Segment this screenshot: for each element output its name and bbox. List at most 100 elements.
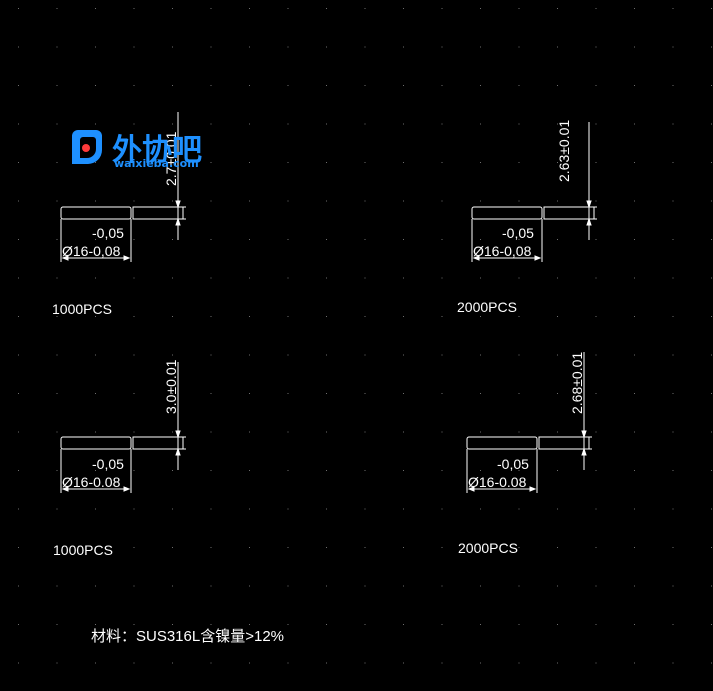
part-4-quantity: 2000PCS [458, 540, 518, 556]
part-2-diameter-label: Ø16-0,08 [473, 243, 532, 259]
grid-dot [403, 354, 404, 356]
grid-dot [480, 85, 481, 86]
grid-dot [672, 624, 674, 625]
grid-dot [172, 316, 173, 317]
grid-dot [711, 624, 712, 625]
part-3-quantity: 1000PCS [53, 542, 113, 558]
part-3-drawing [60, 362, 186, 493]
grid-dot [18, 162, 19, 163]
part-3-side-view [132, 436, 184, 450]
grid-dot [210, 85, 212, 86]
grid-dot [595, 547, 597, 548]
grid-dot [634, 470, 635, 471]
grid-dot [672, 277, 674, 279]
grid-dot [595, 85, 597, 86]
grid-dot [249, 316, 250, 317]
grid-dot [441, 662, 443, 664]
grid-dot [364, 547, 366, 548]
grid-dot [326, 470, 327, 471]
grid-dot [18, 46, 19, 48]
grid-dot [326, 662, 327, 664]
grid-dot [364, 123, 366, 125]
grid-dot [480, 431, 481, 433]
grid-dot [441, 277, 443, 279]
logo-name: 外协吧 [112, 133, 202, 168]
grid-dots [18, 8, 712, 664]
grid-dot [18, 585, 19, 587]
grid-dot [711, 85, 712, 86]
logo-url: waixieba.com [114, 157, 199, 170]
grid-dot [95, 585, 96, 587]
grid-dot [557, 624, 558, 625]
grid-dot [95, 162, 96, 163]
grid-dot [403, 162, 404, 163]
grid-dot [18, 8, 19, 9]
part-4-diameter-label: Ø16-0.08 [468, 474, 527, 490]
grid-dot [210, 393, 212, 394]
grid-dot [133, 239, 135, 240]
grid-dot [518, 46, 520, 48]
grid-dot [441, 431, 443, 433]
grid-dot [595, 162, 597, 163]
grid-dot [480, 200, 481, 202]
grid-dot [326, 200, 327, 202]
grid-dot [557, 354, 558, 356]
grid-dot [711, 162, 712, 163]
grid-dot [210, 123, 212, 125]
grid-dot [441, 123, 443, 125]
grid-dot [595, 585, 597, 587]
grid-dot [557, 470, 558, 471]
part-1-diameter-label: Ø16-0,08 [62, 243, 121, 259]
grid-dot [672, 470, 674, 471]
grid-dot [403, 547, 404, 548]
grid-dot [595, 431, 597, 433]
grid-dot [133, 354, 135, 356]
part-1-drawing [60, 112, 186, 262]
grid-dot [634, 162, 635, 163]
grid-dot [249, 200, 250, 202]
grid-dot [480, 123, 481, 125]
grid-dot [18, 239, 19, 240]
grid-dot [56, 624, 58, 625]
part-4-drawing [466, 352, 592, 493]
grid-dot [287, 277, 289, 279]
grid-dot [403, 277, 404, 279]
grid-dot [287, 624, 289, 625]
part-1-front-view [60, 206, 132, 220]
grid-dot [518, 162, 520, 163]
grid-dot [56, 85, 58, 86]
grid-dot [133, 123, 135, 125]
grid-dot [364, 277, 366, 279]
grid-dot [557, 200, 558, 202]
grid-dot [56, 547, 58, 548]
grid-dot [518, 508, 520, 510]
grid-dot [480, 277, 481, 279]
grid-dot [249, 624, 250, 625]
grid-dot [326, 354, 327, 356]
grid-dot [711, 585, 712, 587]
grid-dot [95, 8, 96, 9]
grid-dot [95, 239, 96, 240]
grid-dot [711, 508, 712, 510]
part-1-side-view [132, 206, 184, 220]
grid-dot [95, 123, 96, 125]
grid-dot [287, 508, 289, 510]
grid-dot [403, 316, 404, 317]
grid-dot [95, 470, 96, 471]
grid-dot [172, 393, 173, 394]
grid-dot [518, 585, 520, 587]
grid-dot [595, 508, 597, 510]
grid-dot [249, 8, 250, 9]
grid-dot [557, 85, 558, 86]
part-1-quantity: 1000PCS [52, 301, 112, 317]
grid-dot [518, 624, 520, 625]
grid-dot [210, 585, 212, 587]
grid-dot [56, 162, 58, 163]
grid-dot [595, 624, 597, 625]
grid-dot [56, 431, 58, 433]
grid-dot [56, 46, 58, 48]
grid-dot [634, 662, 635, 664]
grid-dot [56, 585, 58, 587]
grid-dot [18, 85, 19, 86]
